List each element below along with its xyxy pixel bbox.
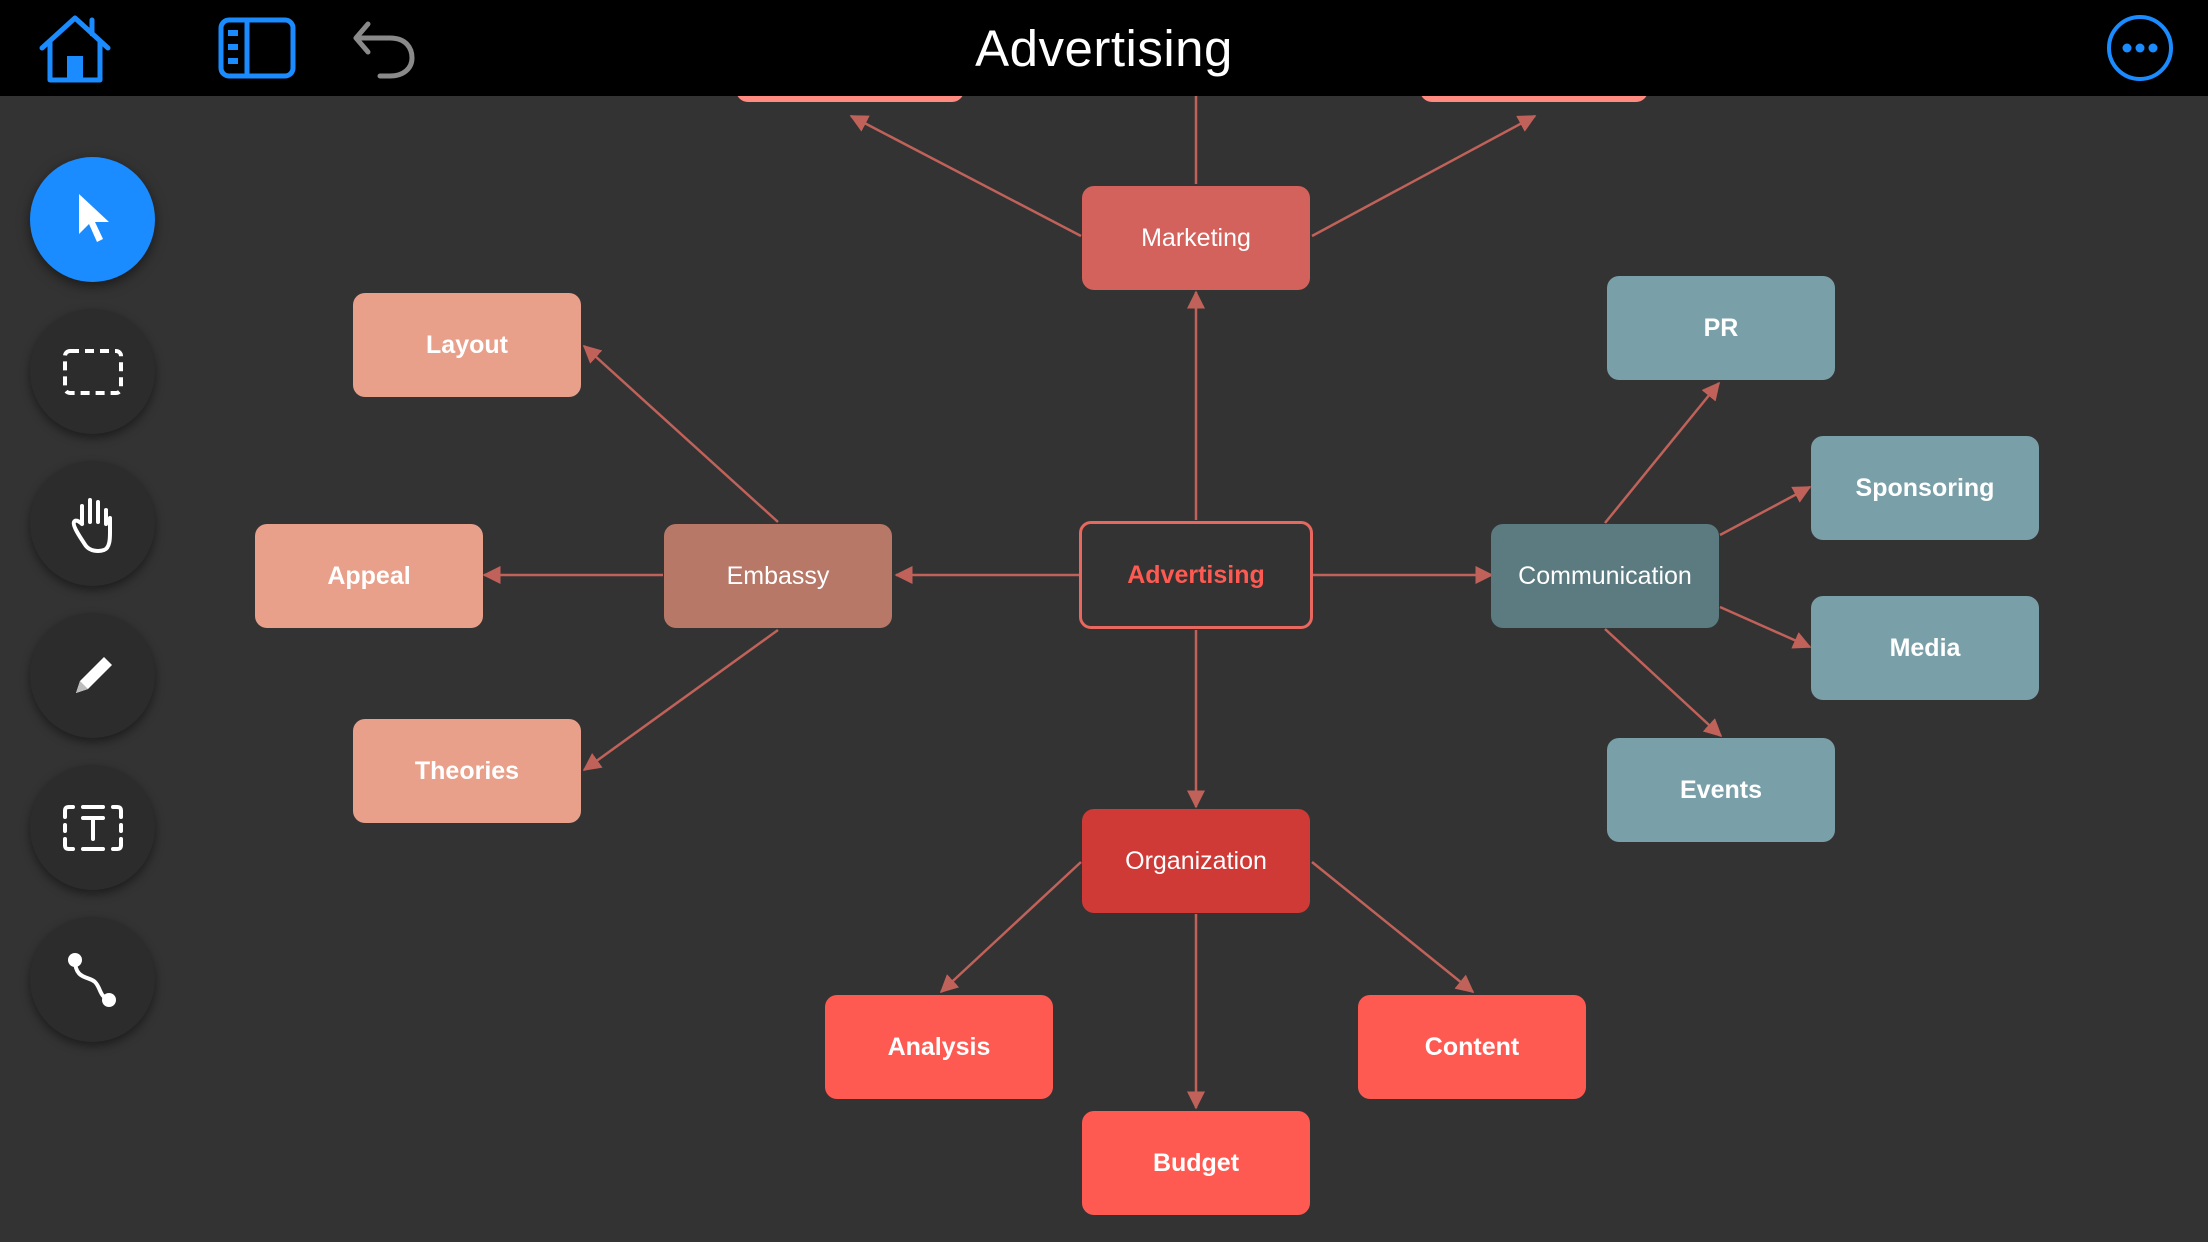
connector-icon xyxy=(67,952,116,1007)
undo-icon xyxy=(353,21,415,79)
select-pointer-icon xyxy=(78,193,109,242)
pencil-icon xyxy=(75,656,112,693)
page-title: Advertising xyxy=(975,19,1233,77)
node-pr[interactable]: PR xyxy=(1607,276,1835,380)
home-icon xyxy=(39,15,111,83)
node-marketing-child-left[interactable] xyxy=(736,96,964,102)
node-marketing-child-right[interactable] xyxy=(1420,96,1648,102)
more-icon xyxy=(2107,15,2173,81)
mindmap-canvas[interactable]: Advertising Marketing Embassy Communicat… xyxy=(0,96,2208,1242)
pan-tool-button[interactable] xyxy=(30,461,155,586)
node-events[interactable]: Events xyxy=(1607,738,1835,842)
node-theories[interactable]: Theories xyxy=(353,719,581,823)
node-media[interactable]: Media xyxy=(1811,596,2039,700)
node-layout[interactable]: Layout xyxy=(353,293,581,397)
sidebar-toggle-button[interactable] xyxy=(212,0,302,96)
text-tool-icon xyxy=(62,804,123,851)
text-tool-button[interactable] xyxy=(30,765,155,890)
pen-tool-button[interactable] xyxy=(30,613,155,738)
marquee-select-icon xyxy=(62,348,123,395)
node-content[interactable]: Content xyxy=(1358,995,1586,1099)
node-organization[interactable]: Organization xyxy=(1082,809,1310,913)
node-analysis[interactable]: Analysis xyxy=(825,995,1053,1099)
connector-tool-button[interactable] xyxy=(30,917,155,1042)
node-communication[interactable]: Communication xyxy=(1491,524,1719,628)
node-embassy[interactable]: Embassy xyxy=(664,524,892,628)
node-appeal[interactable]: Appeal xyxy=(255,524,483,628)
node-budget[interactable]: Budget xyxy=(1082,1111,1310,1215)
select-tool-button[interactable] xyxy=(30,157,155,282)
sidebar-panel-icon xyxy=(218,17,296,79)
node-sponsoring[interactable]: Sponsoring xyxy=(1811,436,2039,540)
top-bar: Advertising xyxy=(0,0,2208,96)
node-advertising[interactable]: Advertising xyxy=(1079,521,1313,629)
pan-hand-icon xyxy=(71,497,112,553)
undo-button[interactable] xyxy=(344,0,424,96)
node-marketing[interactable]: Marketing xyxy=(1082,186,1310,290)
more-options-button[interactable] xyxy=(2100,0,2180,96)
home-button[interactable] xyxy=(30,0,120,96)
connection-lines xyxy=(482,96,1812,1110)
marquee-tool-button[interactable] xyxy=(30,309,155,434)
